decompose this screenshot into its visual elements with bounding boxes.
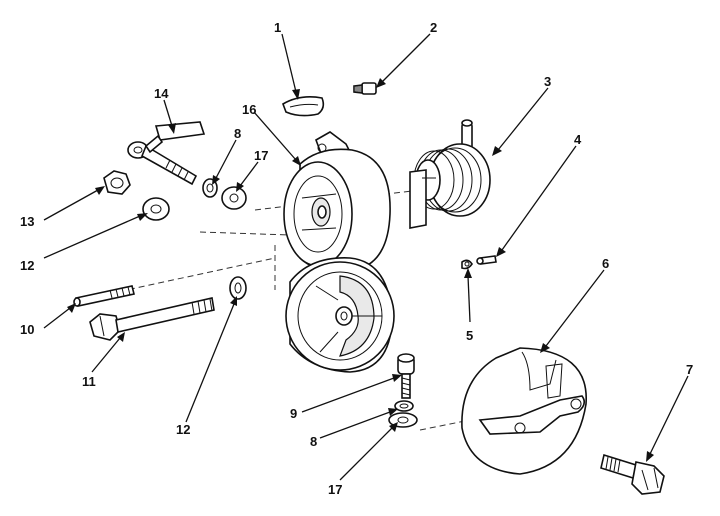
part-13-hex-nut (103, 170, 131, 195)
part-number-labels: 1 2 3 4 5 6 7 8 8 9 10 11 12 12 13 14 16… (20, 20, 693, 497)
part-9-cap-screw (397, 353, 415, 399)
part-11-long-bolt (89, 297, 215, 341)
label-6: 6 (602, 256, 609, 271)
part-7-bolt (600, 453, 665, 495)
label-14: 14 (154, 86, 169, 101)
label-9: 9 (290, 406, 297, 421)
label-8-lower: 8 (310, 434, 317, 449)
label-7: 7 (686, 362, 693, 377)
part-1-pin (282, 96, 325, 117)
part-4-pin (476, 255, 497, 265)
part-6-cover (461, 347, 587, 475)
label-12-lower: 12 (176, 422, 190, 437)
label-4: 4 (574, 132, 582, 147)
part-14-eye-bolt (127, 121, 206, 186)
label-16: 16 (242, 102, 256, 117)
part-10-stud (73, 285, 135, 307)
label-11: 11 (82, 374, 96, 389)
label-5: 5 (466, 328, 473, 343)
part-12-washer-upper (142, 197, 170, 221)
part-2-screw (353, 82, 377, 95)
part-12-washer-lower (229, 276, 247, 300)
label-17-lower: 17 (328, 482, 342, 497)
idler-pulley-wheel (285, 257, 395, 373)
label-13: 13 (20, 214, 34, 229)
part-8-lock-washer-lower (394, 400, 414, 412)
part-17-washer-upper (221, 186, 247, 210)
label-8-upper: 8 (234, 126, 241, 141)
part-16-idler-bracket (283, 131, 391, 272)
label-3: 3 (544, 74, 551, 89)
part-5-clip (461, 259, 473, 270)
label-2: 2 (430, 20, 437, 35)
label-1: 1 (274, 20, 281, 35)
leader-lines (43, 33, 689, 481)
label-12-upper: 12 (20, 258, 34, 273)
label-17-upper: 17 (254, 148, 268, 163)
label-10: 10 (20, 322, 34, 337)
part-3-spring (409, 119, 491, 229)
